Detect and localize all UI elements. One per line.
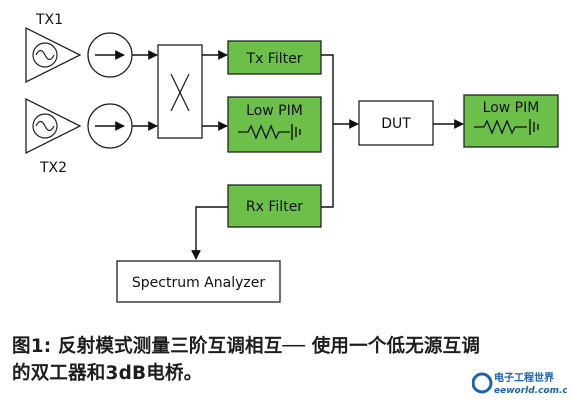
tx2-label: TX2 — [39, 160, 67, 176]
low-pim-load-1: Low PIM — [227, 96, 322, 153]
tx2-sine-icon — [35, 120, 55, 132]
low-pim-load-1-box — [227, 96, 322, 153]
eeworld-brand-cn: 电子工程世界 — [494, 371, 554, 384]
isolator-2 — [87, 103, 133, 149]
eeworld-logo: 电子工程世界 eeworld.com.cn — [471, 371, 572, 396]
resistor-icon-2 — [474, 119, 527, 135]
figure-caption-line-2: 的双工器和3dB电桥。 — [12, 363, 203, 384]
low-pim-load-2: Low PIM — [463, 94, 559, 148]
dut-label: DUT — [381, 116, 411, 132]
wire-tx-filter-to-bus — [321, 54, 334, 208]
low-pim-load-1-label: Low PIM — [246, 103, 303, 119]
hybrid-coupler — [157, 44, 203, 139]
figure-caption: 图1: 反射模式测量三阶互调相互── 使用一个低无源互调 的双工器和3dB电桥。 — [12, 333, 557, 387]
spectrum-analyzer-block: Spectrum Analyzer — [116, 260, 281, 303]
isolator-1 — [87, 32, 133, 78]
resistor-icon-1 — [238, 124, 290, 140]
tx1-sine-icon — [35, 49, 55, 61]
block-diagram: TX1 TX2 Tx Filter Low PIM — [25, 12, 559, 303]
rx-filter-label: Rx Filter — [246, 199, 303, 215]
spectrum-analyzer-box — [116, 260, 281, 303]
low-pim-load-2-box — [463, 94, 559, 148]
eeworld-watermark: 电子工程世界 eeworld.com.cn — [471, 369, 572, 399]
tx2-source: TX2 — [25, 97, 82, 176]
rx-filter-block: Rx Filter — [227, 184, 322, 228]
figure-caption-line-1: 图1: 反射模式测量三阶互调相互── 使用一个低无源互调 — [12, 336, 481, 357]
tx1-source: TX1 — [25, 12, 82, 84]
hybrid-cross-line-b — [170, 73, 190, 112]
low-pim-load-2-label: Low PIM — [483, 100, 540, 116]
tx-filter-block: Tx Filter — [227, 40, 322, 75]
eeworld-site: eeworld.com.cn — [494, 386, 567, 396]
eeworld-logo-icon — [471, 372, 493, 394]
dut-block: DUT — [358, 100, 434, 146]
spectrum-analyzer-label: Spectrum Analyzer — [132, 275, 265, 291]
wire-rx-filter-to-analyzer — [191, 206, 228, 260]
rx-filter-box — [227, 184, 322, 228]
dut-box — [358, 100, 434, 146]
tx1-label: TX1 — [35, 12, 63, 28]
tx-filter-box — [227, 40, 322, 75]
tx-filter-label: Tx Filter — [246, 51, 303, 67]
